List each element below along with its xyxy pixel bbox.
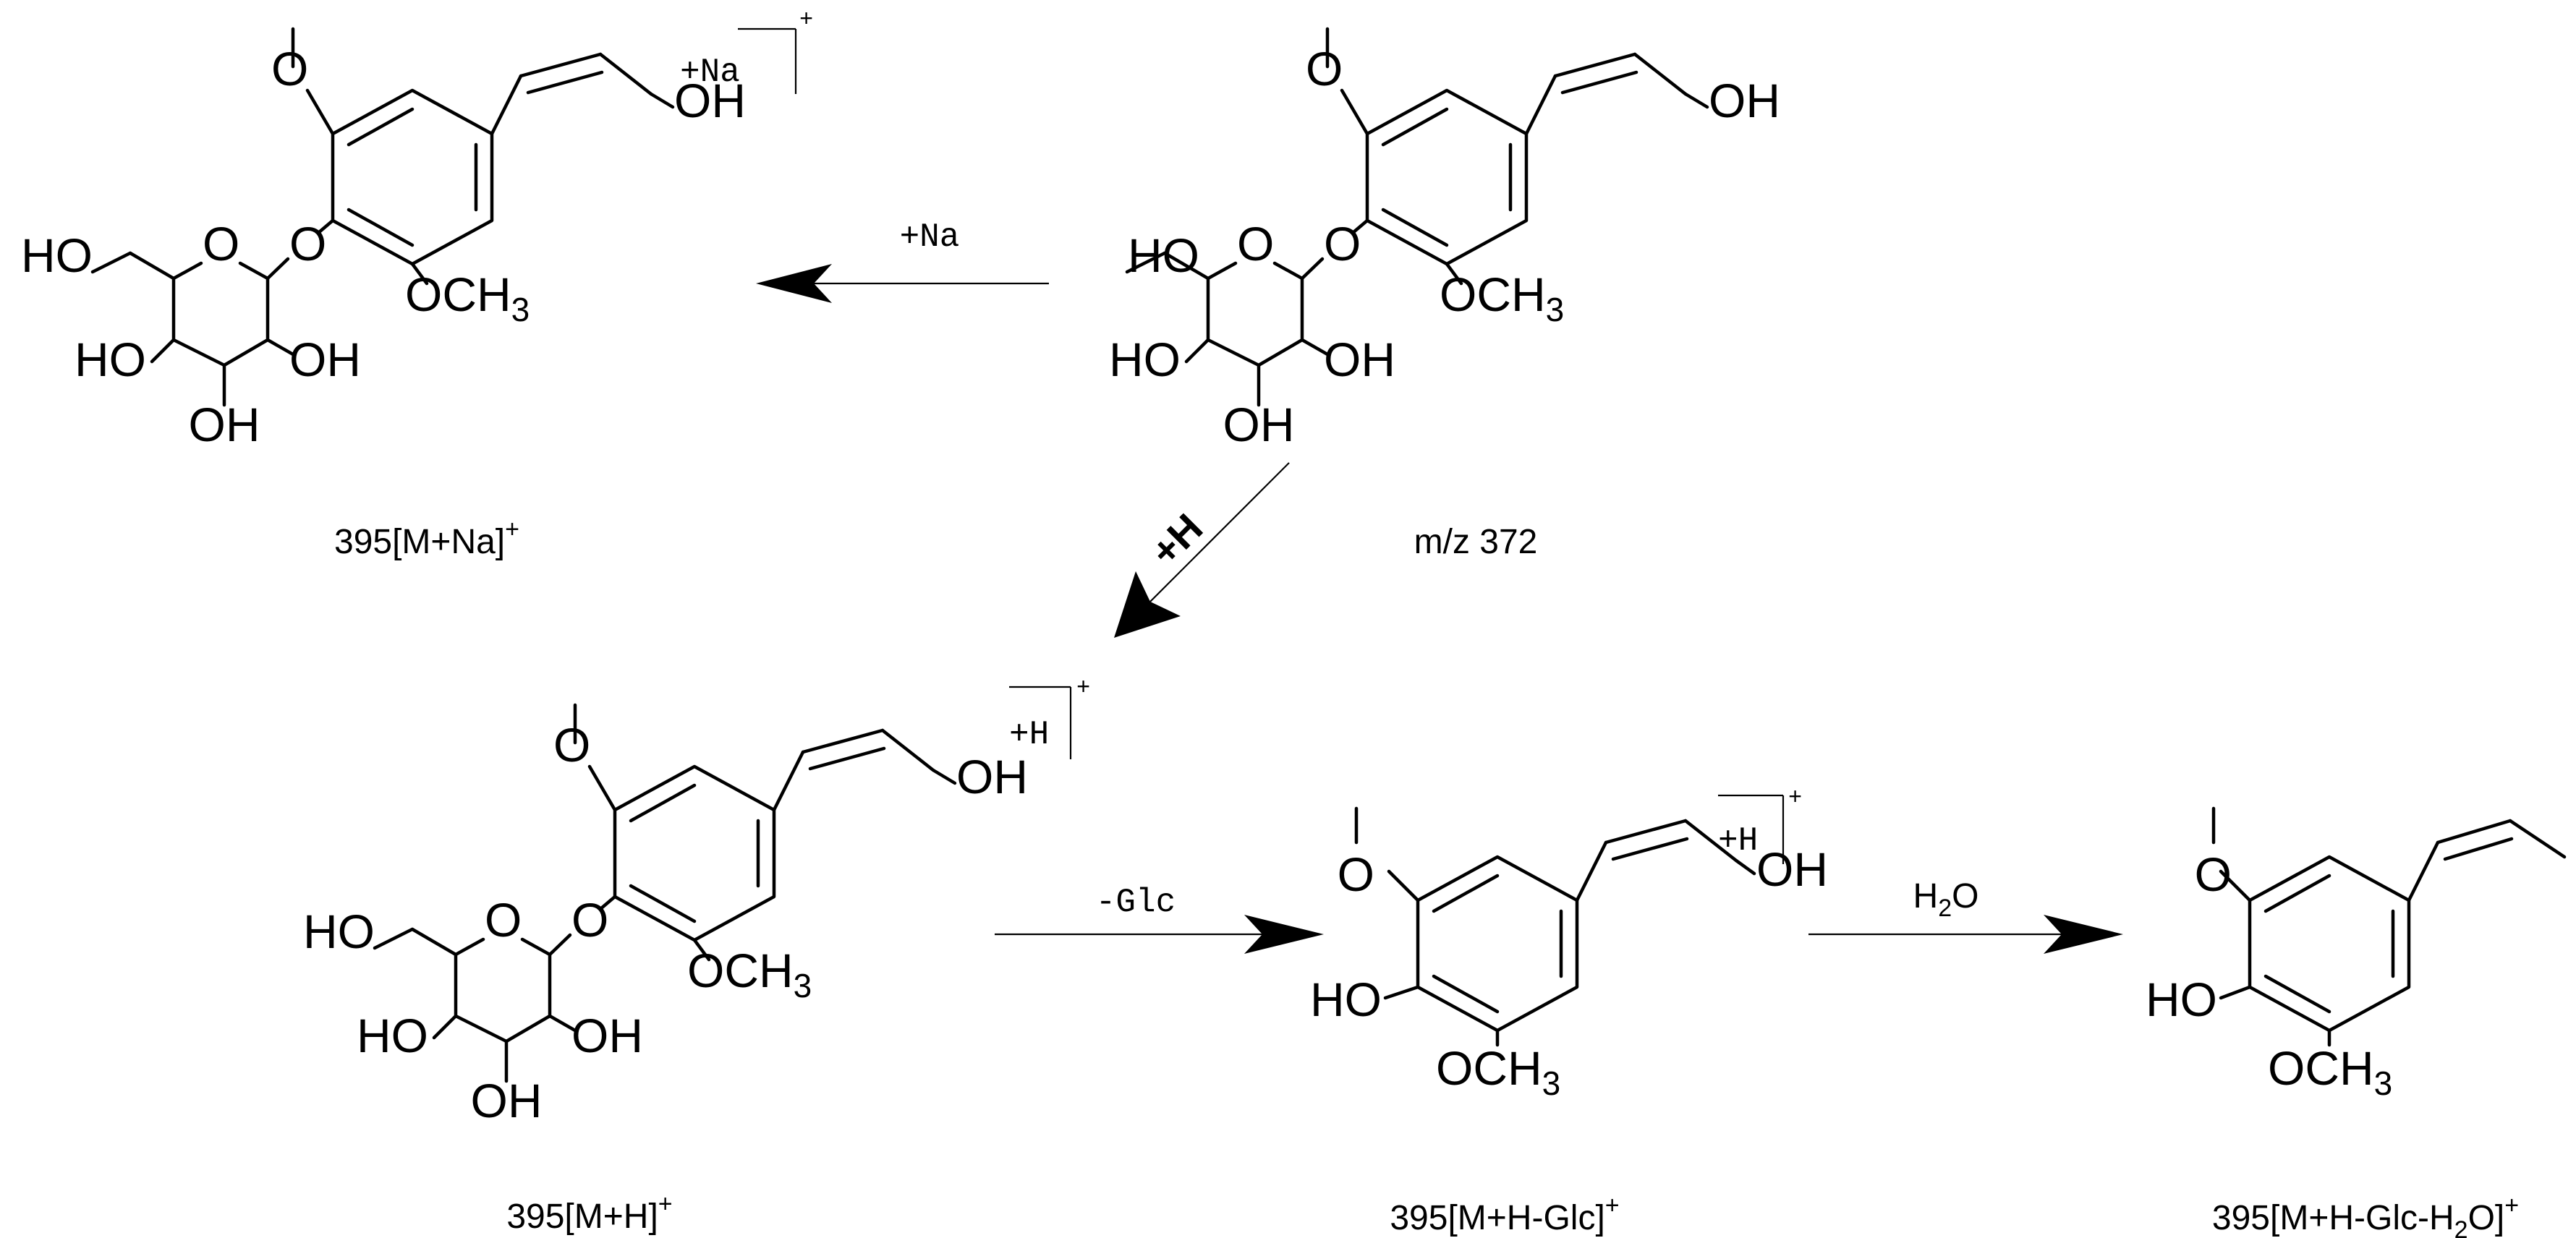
- atom-och3: OCH3: [405, 268, 530, 328]
- arrow-add-h: +H: [1114, 462, 1290, 638]
- atom-ho-ch2: HO: [21, 229, 93, 282]
- caption-h-adduct: 395[M+H]+: [506, 1190, 672, 1236]
- reagent-add-na: +Na: [900, 218, 960, 256]
- atom-o-methoxy: O: [1338, 848, 1374, 901]
- atom-oh-c3: OH: [189, 398, 260, 451]
- atom-och3: OCH3: [2268, 1041, 2392, 1102]
- atom-ho-c4: HO: [1109, 333, 1181, 386]
- na-adduct-molecule: O OH O O OCH3 HO HO OH OH: [21, 29, 746, 451]
- na-ion-label: +Na: [680, 54, 740, 91]
- atom-o-glycosidic: O: [571, 893, 608, 947]
- atom-oh: OH: [1709, 74, 1780, 127]
- atom-o-ring: O: [485, 893, 522, 947]
- reagent-water: H2O: [1913, 877, 1979, 922]
- caption-minus-water: 395[M+H-Glc-H2O]+: [2212, 1192, 2519, 1238]
- h-ion-label-1: +H: [1009, 716, 1049, 754]
- arrow-minus-water: H2O: [1808, 877, 2123, 954]
- caption-parent: m/z 372: [1414, 523, 1538, 561]
- atom-o-glycosidic: O: [1324, 217, 1361, 270]
- atom-och3: OCH3: [1440, 268, 1564, 328]
- atom-ho: HO: [1310, 973, 1382, 1026]
- atom-o-ring: O: [1237, 217, 1274, 270]
- atom-o-methoxy: O: [1306, 42, 1343, 95]
- atom-ho-c4: HO: [357, 1009, 428, 1062]
- reagent-add-h: +H: [1142, 505, 1211, 574]
- atom-ho-c4: HO: [75, 333, 146, 386]
- h-adduct-molecule: O OH O O OCH3 HO HO OH OH: [303, 705, 1028, 1127]
- atom-oh: OH: [956, 750, 1028, 803]
- reagent-minus-glc: -Glc: [1096, 884, 1176, 921]
- h-ion-bracket-1: +H +: [1009, 675, 1090, 759]
- aglycone-molecule: O OH HO OCH3: [1310, 806, 1828, 1102]
- atom-oh-c2: OH: [571, 1009, 643, 1062]
- atom-ho: HO: [2146, 973, 2217, 1026]
- atom-oh-c3: OH: [471, 1074, 543, 1127]
- arrow-add-na: +Na: [756, 218, 1049, 303]
- atom-o-methoxy: O: [271, 42, 308, 95]
- atom-och3: OCH3: [1436, 1041, 1560, 1102]
- atom-oh: OH: [1756, 842, 1828, 896]
- atom-oh-c3: OH: [1223, 398, 1295, 451]
- arrow-minus-glc: -Glc: [995, 884, 1324, 954]
- na-ion-charge: +: [799, 7, 813, 33]
- h-ion-charge-2: +: [1788, 785, 1802, 811]
- atom-oh: OH: [674, 74, 746, 127]
- parent-molecule: O OH O O OCH3 HO HO OH OH: [1109, 29, 1780, 451]
- caption-minus-glc: 395[M+H-Glc]+: [1390, 1192, 1619, 1237]
- h-ion-label-2: +H: [1718, 822, 1758, 860]
- atom-o-methoxy: O: [2195, 848, 2232, 901]
- atom-o-glycosidic: O: [289, 217, 326, 270]
- caption-na-adduct: 395[M+Na]+: [334, 516, 519, 561]
- na-ion-bracket: +Na +: [680, 7, 813, 94]
- dehydrated-molecule: O HO OCH3: [2146, 806, 2567, 1102]
- h-ion-charge-1: +: [1076, 675, 1090, 701]
- atom-o-ring: O: [203, 217, 239, 270]
- atom-oh-c2: OH: [289, 333, 361, 386]
- atom-ho-ch2: HO: [1128, 229, 1199, 282]
- h-ion-bracket-2: +H +: [1718, 785, 1802, 864]
- atom-oh-c2: OH: [1324, 333, 1395, 386]
- atom-ho-ch2: HO: [303, 905, 375, 958]
- atom-och3: OCH3: [687, 944, 812, 1004]
- atom-o-methoxy: O: [553, 718, 590, 772]
